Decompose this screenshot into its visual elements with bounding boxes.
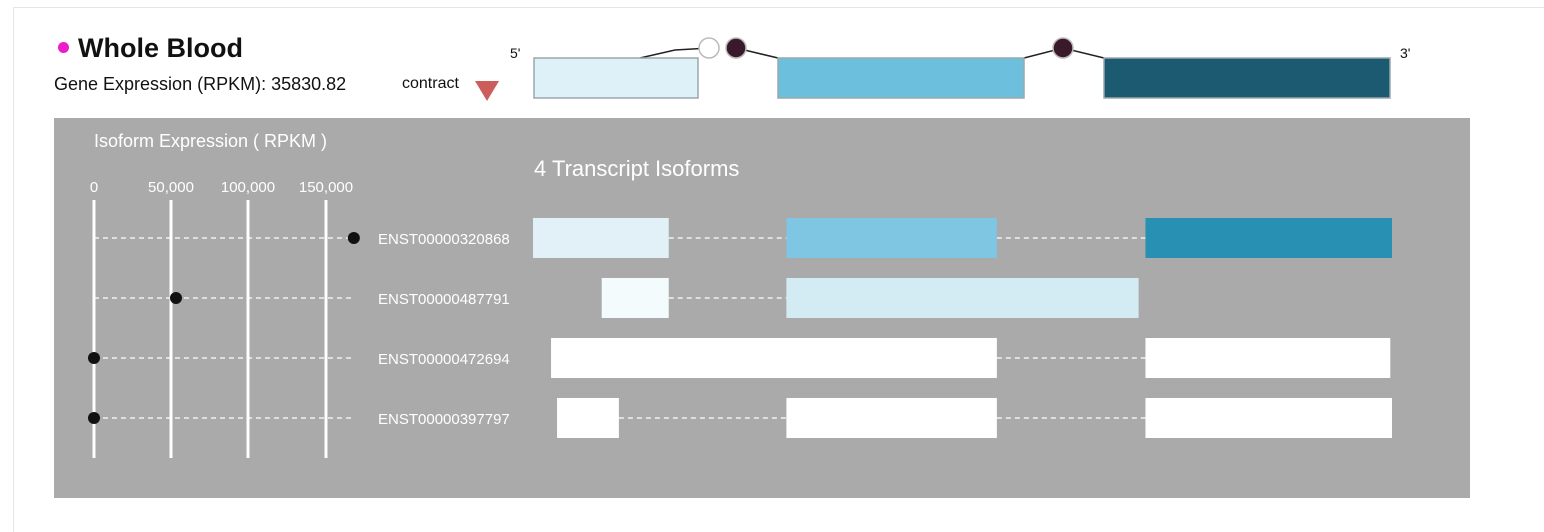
tissue-title: Whole Blood <box>78 33 243 63</box>
contract-toggle[interactable]: contract <box>402 74 499 102</box>
isoform-row[interactable]: ENST00000397797 <box>88 398 1392 438</box>
gene-model: 5' 3' <box>510 37 1410 99</box>
tissue-color-dot <box>58 42 69 53</box>
isoform-panel: Isoform Expression ( RPKM ) 4 Transcript… <box>54 118 1470 498</box>
isoform-row[interactable]: ENST00000472694 <box>88 338 1391 378</box>
isoform-exon[interactable] <box>786 398 997 438</box>
isoform-exon[interactable] <box>533 218 669 258</box>
isoforms-title: 4 Transcript Isoforms <box>534 156 739 181</box>
isoform-panel-svg: Isoform Expression ( RPKM ) 4 Transcript… <box>88 131 1392 458</box>
axis-tick-label: 0 <box>90 179 98 196</box>
isoform-exon[interactable] <box>601 278 669 318</box>
isoform-row[interactable]: ENST00000487791 <box>94 278 1139 318</box>
gene-expression-label: Gene Expression (RPKM): 35830.82 <box>54 74 347 94</box>
gene-model-exon[interactable] <box>533 57 699 99</box>
expression-point[interactable] <box>88 412 100 424</box>
isoform-id-label: ENST00000397797 <box>378 411 510 428</box>
isoform-axis-title: Isoform Expression ( RPKM ) <box>94 131 327 151</box>
isoform-exon[interactable] <box>1145 398 1392 438</box>
isoform-id-label: ENST00000487791 <box>378 291 510 308</box>
expression-point[interactable] <box>347 232 360 244</box>
five-prime-label: 5' <box>510 45 520 61</box>
tissue-card <box>13 7 1544 532</box>
junction-marker-filled[interactable] <box>725 37 747 59</box>
isoform-id-label: ENST00000320868 <box>378 231 510 248</box>
isoform-exon[interactable] <box>1145 218 1392 258</box>
isoform-exon[interactable] <box>786 218 997 258</box>
isoform-exon[interactable] <box>557 398 619 438</box>
three-prime-label: 3' <box>1400 45 1410 61</box>
isoform-id-label: ENST00000472694 <box>378 351 510 368</box>
junction-marker-open[interactable] <box>698 37 720 59</box>
isoform-exon[interactable] <box>786 278 1139 318</box>
axis-tick-label: 150,000 <box>299 179 353 196</box>
isoform-exon[interactable] <box>551 338 997 378</box>
expression-point[interactable] <box>88 352 100 364</box>
isoform-row[interactable]: ENST00000320868 <box>94 218 1392 258</box>
expression-point[interactable] <box>169 292 182 304</box>
gene-model-exon[interactable] <box>777 57 1025 99</box>
junction-marker-filled[interactable] <box>1052 37 1074 59</box>
triangle-down-icon <box>475 81 499 101</box>
axis-tick-label: 100,000 <box>221 179 275 196</box>
isoform-exon[interactable] <box>1145 338 1391 378</box>
gene-model-exon[interactable] <box>1103 57 1391 99</box>
axis-tick-label: 50,000 <box>148 179 194 196</box>
contract-label: contract <box>402 75 459 92</box>
